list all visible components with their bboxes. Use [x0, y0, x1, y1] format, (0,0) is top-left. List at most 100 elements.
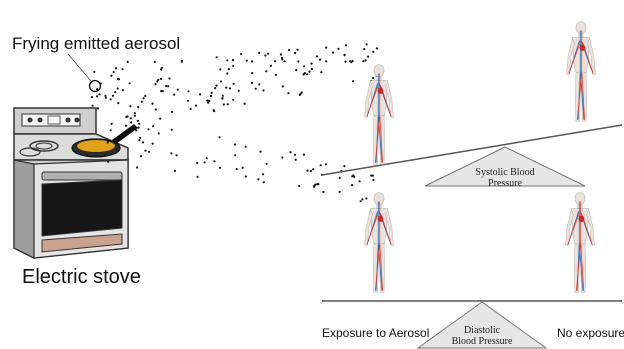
- aerosol-particle: [117, 87, 119, 89]
- aerosol-particle: [199, 93, 201, 95]
- aerosol-particle: [174, 170, 176, 172]
- stove-label: Electric stove: [22, 266, 141, 289]
- aerosol-particle: [306, 170, 308, 172]
- aerosol-particle: [372, 77, 374, 79]
- aerosol-particle: [316, 55, 318, 57]
- diastolic-line-1: Diastolic: [427, 325, 537, 336]
- aerosol-particle: [280, 53, 282, 55]
- aerosol-particle: [345, 44, 347, 46]
- human-exposed-systolic: [365, 64, 394, 164]
- aerosol-particle: [213, 109, 215, 111]
- aerosol-particle: [262, 89, 264, 91]
- aerosol-particle: [110, 98, 112, 100]
- aerosol-particle: [283, 60, 285, 62]
- aerosol-particle: [96, 95, 98, 97]
- aerosol-particle: [233, 83, 235, 85]
- aerosol-particle: [325, 163, 327, 165]
- aerosol-particle: [129, 82, 131, 84]
- aerosol-particle: [270, 65, 272, 67]
- aerosol-particle: [140, 155, 142, 157]
- aerosol-particle: [204, 161, 206, 163]
- aerosol-particle: [315, 184, 317, 186]
- aerosol-particle: [228, 68, 230, 70]
- aerosol-particle: [275, 74, 277, 76]
- aerosol-particle: [298, 185, 300, 187]
- aerosol-particle: [365, 197, 367, 199]
- aerosol-particle: [267, 53, 269, 55]
- aerosol-particle: [332, 51, 334, 53]
- systolic-blood-pressure-label: Systolic Blood Pressure: [450, 167, 560, 189]
- aerosol-particle: [246, 60, 248, 62]
- aerosol-particle: [187, 100, 189, 102]
- aerosol-particle: [225, 87, 227, 89]
- aerosol-particle: [343, 54, 345, 56]
- aerosol-particle: [226, 59, 228, 61]
- aerosol-particle: [236, 168, 238, 170]
- aerosol-particle: [281, 156, 283, 158]
- aerosol-particle: [372, 179, 374, 181]
- aerosol-particle: [177, 89, 179, 91]
- aerosol-particle: [232, 65, 234, 67]
- aerosol-particle: [107, 161, 109, 163]
- human-exposed-diastolic: [365, 192, 394, 292]
- aerosol-particle: [308, 71, 310, 73]
- aerosol-particle: [141, 101, 143, 103]
- aerosol-particle: [294, 52, 296, 54]
- aerosol-particle: [362, 60, 364, 62]
- aerosol-particle: [232, 99, 234, 101]
- aerosol-particle: [114, 91, 116, 93]
- systolic-line-2: Pressure: [450, 178, 560, 189]
- aerosol-particle: [317, 183, 319, 185]
- aerosol-particle: [138, 127, 140, 129]
- aerosol-particle: [221, 97, 223, 99]
- aerosol-particle: [255, 88, 257, 90]
- aerosol-particle: [110, 129, 112, 131]
- aerosol-particle: [322, 191, 324, 193]
- aerosol-particle: [365, 59, 367, 61]
- aerosol-particle: [181, 61, 183, 63]
- aerosol-particle: [226, 72, 228, 74]
- aerosol-particle: [154, 83, 156, 85]
- aerosol-particle: [215, 85, 217, 87]
- aerosol-particle: [234, 143, 236, 145]
- aerosol-particle: [96, 88, 98, 90]
- aerosol-particles: [91, 43, 381, 202]
- aerosol-particle: [288, 49, 290, 51]
- aerosol-particle: [339, 177, 341, 179]
- human-unexposed-diastolic: [566, 192, 595, 292]
- aerosol-particle: [211, 92, 213, 94]
- aerosol-particle: [139, 137, 141, 139]
- aerosol-particle: [219, 68, 221, 70]
- aerosol-particle: [245, 146, 247, 148]
- aerosol-particle: [162, 90, 164, 92]
- aerosol-particle: [111, 123, 113, 125]
- aerosol-particle: [263, 181, 265, 183]
- aerosol-particle: [130, 117, 132, 119]
- aerosol-particle: [110, 75, 112, 77]
- aerosol-particle: [238, 90, 240, 92]
- aerosol-particle: [352, 80, 354, 82]
- aerosol-particle: [127, 115, 129, 117]
- aerosol-particle: [144, 150, 146, 152]
- aerosol-particle: [219, 167, 221, 169]
- aerosol-particle: [112, 95, 114, 97]
- aerosol-particle: [171, 129, 173, 131]
- aerosol-particle: [370, 175, 372, 177]
- aerosol-particle: [360, 200, 362, 202]
- aerosol-particle: [232, 59, 234, 61]
- aerosol-particle: [117, 102, 119, 104]
- aerosol-particle: [208, 100, 210, 102]
- aerosol-particle: [251, 82, 253, 84]
- aerosol-particle: [367, 56, 369, 58]
- aerosol-particle: [137, 106, 139, 108]
- aerosol-particle: [320, 164, 322, 166]
- aerosol-particle: [213, 160, 215, 162]
- aerosol-particle: [171, 111, 173, 113]
- aerosol-particle: [148, 151, 150, 153]
- aerosol-particle: [168, 77, 170, 79]
- aerosol-particle: [154, 61, 156, 63]
- aerosol-particle: [206, 100, 208, 102]
- aerosol-particle: [359, 180, 361, 182]
- aerosol-particle: [158, 132, 160, 134]
- aerosol-particle: [242, 167, 244, 169]
